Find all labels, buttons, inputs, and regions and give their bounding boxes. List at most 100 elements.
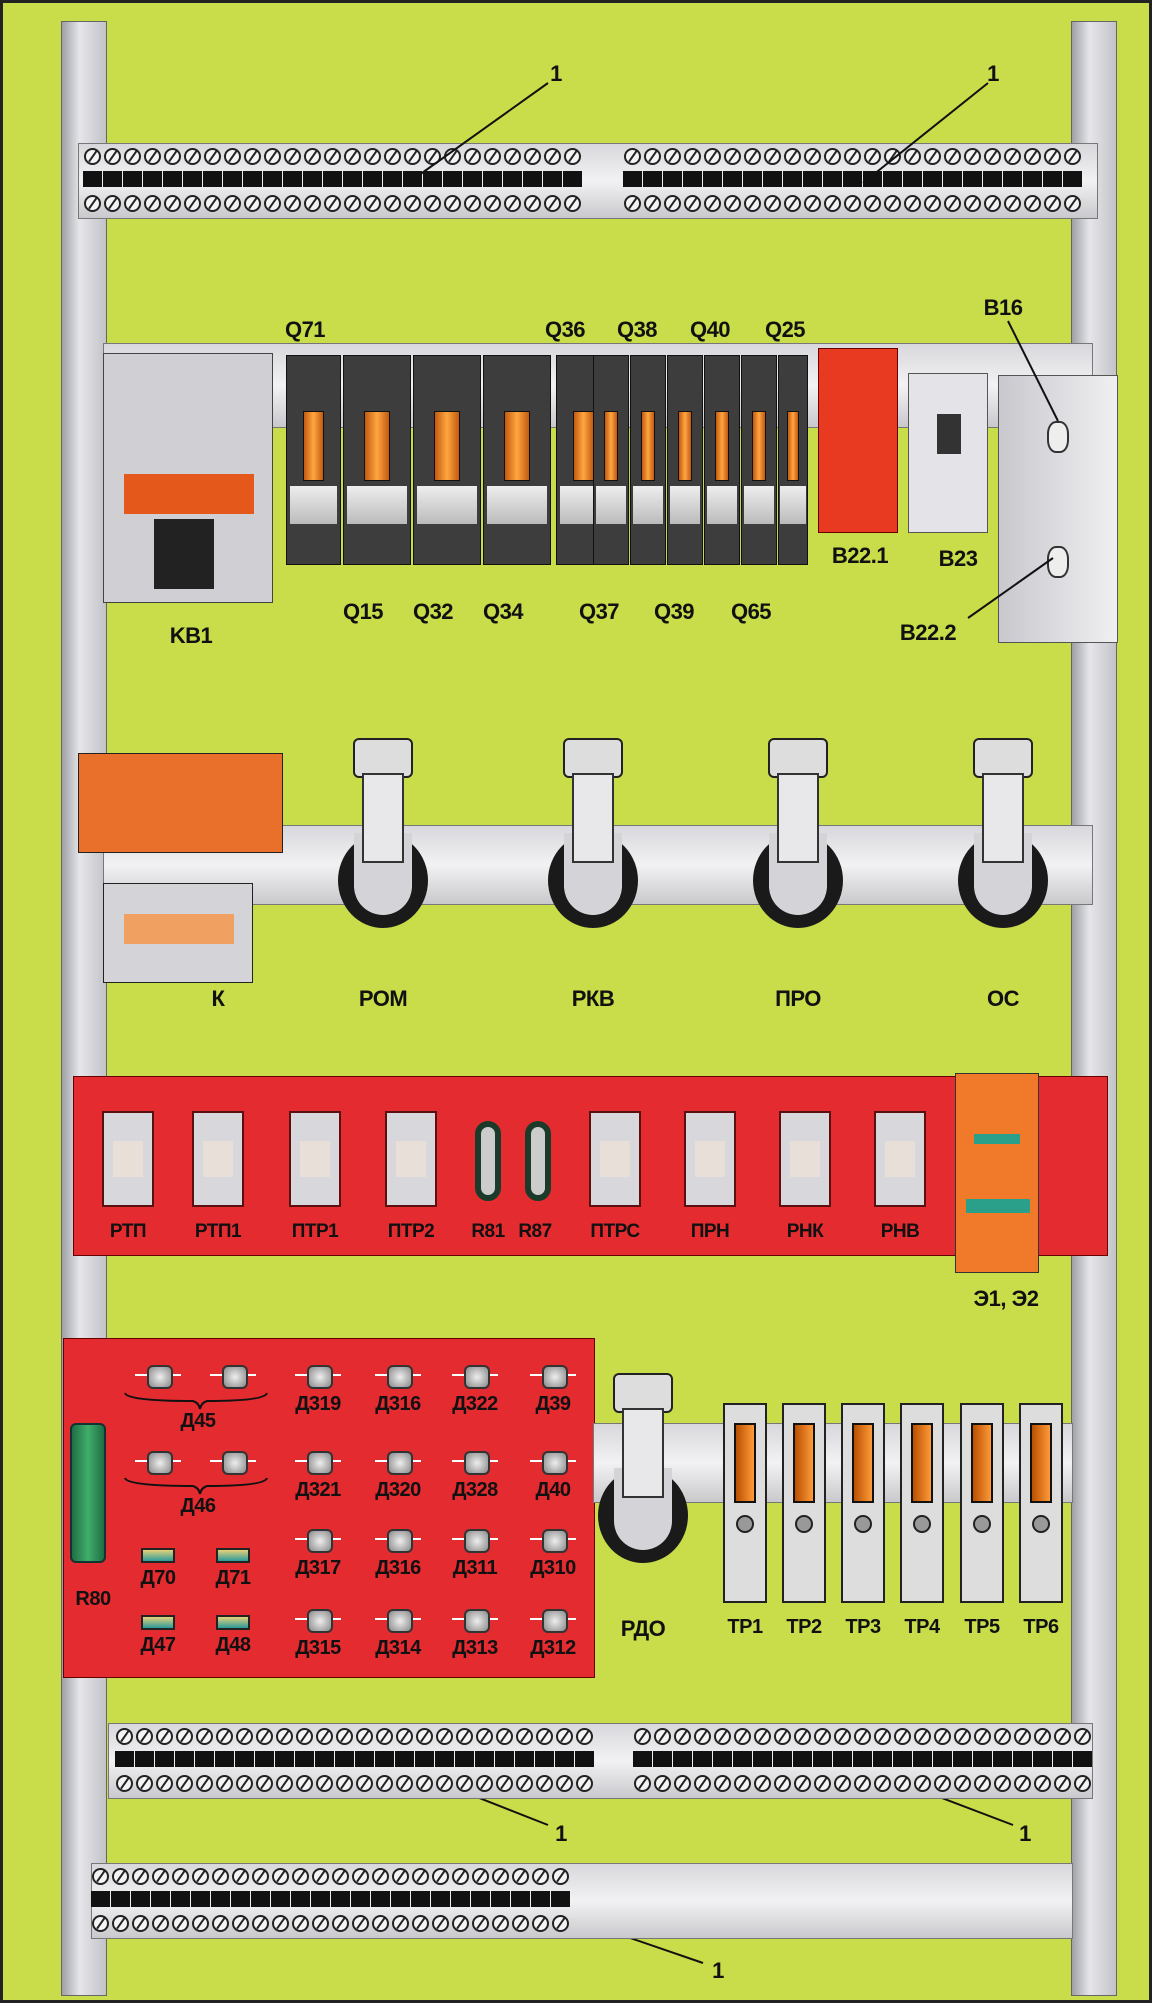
terminal-band: [131, 1891, 150, 1907]
relay-module: [874, 1111, 926, 1207]
fuse-3: [841, 1403, 885, 1603]
screw-icon: [1064, 195, 1081, 212]
terminal-band: [111, 1891, 130, 1907]
circuit-breaker[interactable]: [483, 355, 551, 565]
screw-icon: [934, 1728, 951, 1745]
screw-icon: [974, 1728, 991, 1745]
terminal: [363, 146, 382, 216]
circuit-breaker[interactable]: [704, 355, 740, 565]
terminal-block-bottom-left: [115, 1726, 595, 1796]
screw-icon: [1034, 1775, 1051, 1792]
screw-icon: [212, 1868, 229, 1885]
terminal: [191, 1866, 210, 1936]
screw-icon: [504, 148, 521, 165]
terminal: [1073, 1726, 1092, 1796]
terminal: [151, 1866, 170, 1936]
screw-icon: [364, 195, 381, 212]
diode-label: Д313: [452, 1637, 498, 1659]
screw-icon: [304, 195, 321, 212]
screw-icon: [1014, 1728, 1031, 1745]
screw-icon: [556, 1775, 573, 1792]
terminal-block-bottom-right: [633, 1726, 1093, 1796]
breaker-window: [604, 411, 618, 481]
screw-icon: [516, 1775, 533, 1792]
callout-label: 1: [1019, 1821, 1031, 1846]
breaker-tag: [595, 486, 627, 524]
circuit-breaker[interactable]: [630, 355, 666, 565]
screw-icon: [754, 1728, 771, 1745]
terminal-band: [455, 1751, 474, 1767]
b23-switch[interactable]: [908, 373, 988, 533]
label-tp4: ТР4: [904, 1616, 940, 1638]
smd-diode-icon: [141, 1548, 175, 1563]
terminal: [535, 1726, 554, 1796]
terminal-band: [115, 1751, 134, 1767]
screw-icon: [456, 1775, 473, 1792]
screw-icon: [664, 195, 681, 212]
screw-icon: [436, 1775, 453, 1792]
screw-icon: [264, 195, 281, 212]
screw-icon: [164, 148, 181, 165]
terminal-band: [203, 171, 222, 187]
b16-toggle-icon[interactable]: [1047, 421, 1069, 453]
screw-icon: [1032, 1515, 1050, 1533]
b22-1-switch[interactable]: [818, 348, 898, 533]
screw-icon: [512, 1868, 529, 1885]
terminal: [475, 1726, 494, 1796]
r80-resistor: [70, 1423, 106, 1563]
circuit-breaker[interactable]: [593, 355, 629, 565]
screw-icon: [104, 148, 121, 165]
screw-icon: [204, 148, 221, 165]
terminal-band: [303, 171, 322, 187]
diode-label: Д322: [452, 1393, 498, 1415]
breaker-tag: [417, 486, 477, 524]
screw-icon: [954, 1775, 971, 1792]
screw-icon: [894, 1728, 911, 1745]
relay-module: [192, 1111, 244, 1207]
label-4: R81: [471, 1221, 505, 1242]
terminal-band: [813, 1751, 832, 1767]
terminal-band: [743, 171, 762, 187]
screw-icon: [252, 1915, 269, 1932]
terminal-band: [175, 1751, 194, 1767]
terminal: [383, 146, 402, 216]
terminal: [1063, 146, 1082, 216]
screw-icon: [224, 148, 241, 165]
terminal: [463, 146, 482, 216]
terminal: [713, 1726, 732, 1796]
screw-icon: [904, 148, 921, 165]
diode-icon: [530, 1529, 576, 1553]
terminal: [131, 1866, 150, 1936]
screw-icon: [904, 195, 921, 212]
circuit-breaker[interactable]: [286, 355, 341, 565]
breaker-window: [363, 411, 391, 481]
terminal-band: [335, 1751, 354, 1767]
screw-icon: [644, 148, 661, 165]
terminal-band: [371, 1891, 390, 1907]
circuit-breaker[interactable]: [778, 355, 808, 565]
terminal: [893, 1726, 912, 1796]
label-q34: Q34: [482, 599, 524, 624]
terminal: [275, 1726, 294, 1796]
circuit-breaker[interactable]: [741, 355, 777, 565]
circuit-breaker[interactable]: [413, 355, 481, 565]
terminal: [1013, 1726, 1032, 1796]
screw-icon: [484, 148, 501, 165]
circuit-breaker[interactable]: [667, 355, 703, 565]
label-7: ПРН: [690, 1221, 730, 1242]
screw-icon: [1044, 195, 1061, 212]
terminal-band: [531, 1891, 550, 1907]
diode-label: Д317: [295, 1557, 341, 1579]
diode-icon: [375, 1529, 421, 1553]
label-5: R87: [518, 1221, 552, 1242]
terminal-band: [543, 171, 562, 187]
terminal-band: [853, 1751, 872, 1767]
circuit-breaker[interactable]: [343, 355, 411, 565]
breaker-tag: [632, 486, 664, 524]
terminal-band: [483, 171, 502, 187]
terminal-band: [255, 1751, 274, 1767]
screw-icon: [456, 1728, 473, 1745]
screw-icon: [136, 1775, 153, 1792]
screw-icon: [232, 1915, 249, 1932]
label-q71: Q71: [284, 317, 326, 342]
